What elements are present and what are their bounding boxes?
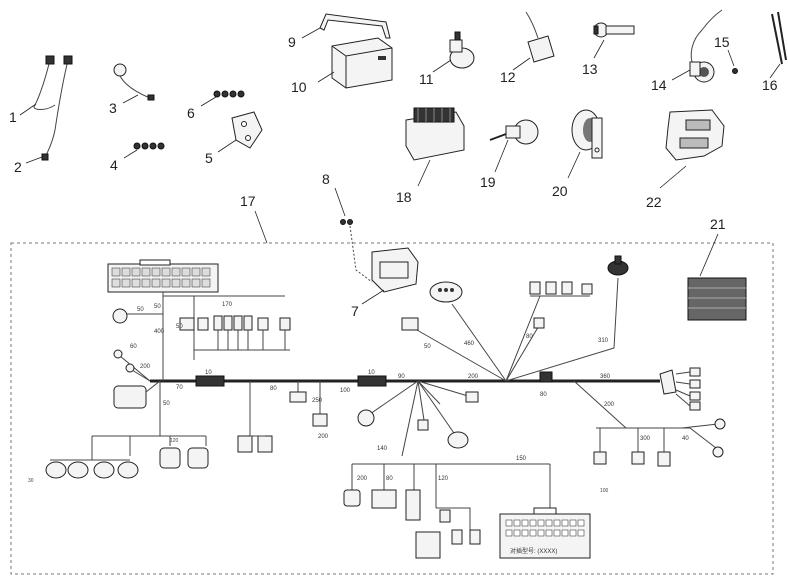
- seg-label-400: 400: [154, 329, 165, 335]
- callout-12: 12: [500, 69, 516, 85]
- mid-sensors: 250: [237, 381, 328, 453]
- callout-6: 6: [187, 105, 195, 121]
- seg-label-50c: 50: [163, 401, 170, 407]
- seg-label-50e: 50: [176, 324, 183, 330]
- seg-label-150: 150: [516, 456, 527, 462]
- seg-label-80a: 80: [270, 386, 277, 392]
- bottom-center-connectors: 200 80 120 150 对插型号: (XXXX): [343, 456, 591, 559]
- part-battery-10: [331, 37, 393, 89]
- seg-label-80c: 80: [526, 334, 533, 340]
- part-screws-6: [213, 90, 245, 98]
- seg-label-140: 140: [377, 446, 388, 452]
- seg-label-60: 60: [130, 344, 137, 350]
- seg-label-10: 10: [205, 370, 212, 376]
- part-relay-7: [371, 247, 419, 293]
- seg-label-70: 70: [176, 385, 183, 391]
- right-lower-connectors: 200 300 40 100: [573, 380, 726, 494]
- seg-label-120b: 120: [170, 438, 179, 444]
- callout-5: 5: [205, 150, 213, 166]
- part-bracket-22: [665, 109, 725, 161]
- callout-8: 8: [322, 171, 330, 187]
- seg-label-200: 200: [140, 364, 151, 370]
- callout-22: 22: [646, 194, 662, 210]
- part-screws-8: [340, 219, 353, 225]
- callout-2: 2: [14, 159, 22, 175]
- part-sensor-12: [525, 11, 555, 63]
- left-sensors: 200 70: [113, 349, 183, 409]
- seg-label-90: 90: [398, 374, 405, 380]
- callout-21: 21: [710, 216, 726, 232]
- callout-18: 18: [396, 189, 412, 205]
- part-screws-4: [133, 142, 165, 150]
- seg-label-360: 360: [600, 374, 611, 380]
- seg-label-50d: 50: [424, 344, 431, 350]
- right-end-connector: [659, 367, 701, 411]
- seg-label-30: 30: [28, 478, 34, 484]
- seg-label-50b: 50: [137, 307, 144, 313]
- part-horn-20: [571, 109, 603, 159]
- part-rods-16: [771, 11, 787, 65]
- seg-label-310: 310: [598, 338, 609, 344]
- bottom-note: 对插型号: (XXXX): [510, 547, 557, 555]
- callout-15: 15: [714, 34, 730, 50]
- seg-label-250: 250: [312, 398, 323, 404]
- seg-label-300: 300: [640, 436, 651, 442]
- callout-13: 13: [582, 61, 598, 77]
- seg-label-40: 40: [682, 436, 689, 442]
- seg-label-80d: 80: [386, 476, 393, 482]
- seg-label-200b: 200: [468, 374, 479, 380]
- fuse-connectors-branch: 170: [179, 296, 291, 360]
- part-clip-3: [113, 63, 155, 101]
- callout-11: 11: [419, 71, 434, 87]
- callout-20: 20: [552, 183, 568, 199]
- part-bolt-sensor-13: [593, 22, 635, 38]
- part-strap-9: [319, 13, 391, 39]
- callout-16: 16: [762, 77, 778, 93]
- seg-label-200c: 200: [604, 402, 615, 408]
- seg-label-200d: 200: [357, 476, 368, 482]
- callout-4: 4: [110, 157, 118, 173]
- part-relay-21: [687, 277, 747, 321]
- callout-19: 19: [480, 174, 496, 190]
- center-hub-branches: 140: [357, 380, 479, 457]
- callout-17: 17: [240, 193, 256, 209]
- callout-7: 7: [351, 303, 359, 319]
- harness-boundary: [10, 242, 774, 575]
- upper-center-branches: 460 50 80 310: [401, 255, 629, 382]
- callout-3: 3: [109, 100, 117, 116]
- left-lower-connectors: 50 30 120: [28, 381, 209, 484]
- part-sensor-cable-1-2: [33, 55, 73, 161]
- callout-1: 1: [9, 109, 17, 125]
- seg-label-460: 460: [464, 341, 475, 347]
- part-ecu-18: [405, 107, 465, 161]
- part-sensor-14: [689, 9, 723, 83]
- seg-label-100b: 100: [600, 488, 609, 494]
- seg-label-100: 100: [340, 388, 351, 394]
- part-bulb-19: [489, 119, 539, 145]
- seg-label-170: 170: [222, 302, 233, 308]
- seg-label-50a: 50: [154, 304, 161, 310]
- seg-label-120: 120: [438, 476, 449, 482]
- seg-label-200e: 200: [318, 434, 329, 440]
- part-screw-15: [732, 68, 738, 74]
- part-bracket-5: [231, 111, 263, 149]
- part-switch-11: [449, 31, 475, 69]
- connector-main-left: [107, 259, 219, 293]
- callout-14: 14: [651, 77, 667, 93]
- callout-9: 9: [288, 34, 296, 50]
- seg-label-10b: 10: [368, 370, 375, 376]
- callout-10: 10: [291, 79, 307, 95]
- seg-label-80b: 80: [540, 392, 547, 398]
